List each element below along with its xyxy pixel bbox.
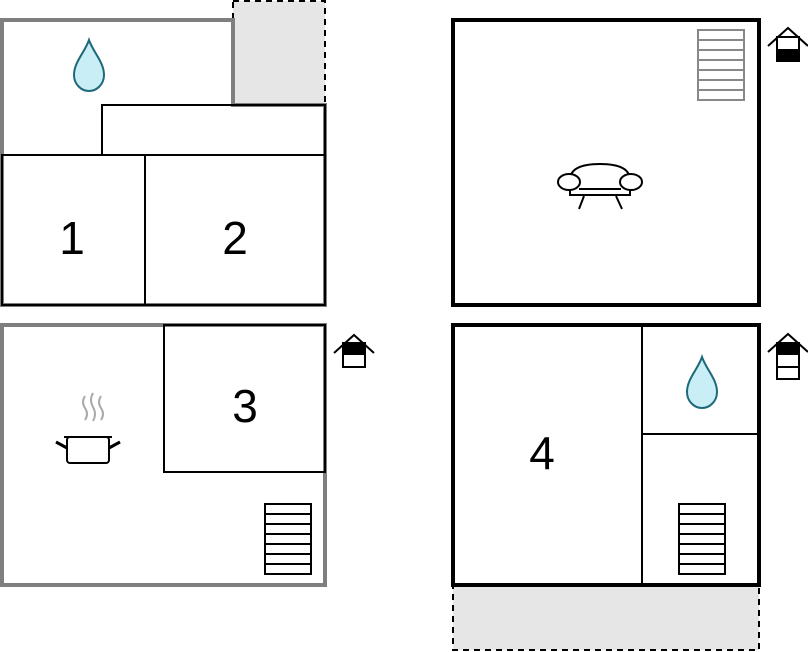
- terrace-bottom-right: [452, 585, 760, 651]
- sofa-icon: [557, 162, 643, 210]
- water-drop-icon: [72, 36, 106, 93]
- room-2: [144, 154, 326, 306]
- room-3: [163, 324, 326, 473]
- floor-plan-top-left: 1 2: [0, 0, 327, 307]
- room-label-2: 2: [222, 212, 248, 264]
- floor-plan-bottom-right: 4: [451, 323, 808, 651]
- water-drop-icon: [685, 353, 719, 410]
- floor-plan-bottom-left: 3: [0, 323, 375, 587]
- stairs-icon: [264, 503, 312, 575]
- house-floor-icon: [767, 332, 808, 380]
- outer-wall-bottom-right: [451, 323, 761, 587]
- house-floor-icon: [333, 333, 375, 368]
- room-label-1: 1: [59, 212, 85, 264]
- hallway-top-left: [101, 104, 326, 156]
- stairs-icon: [678, 503, 726, 575]
- room-label-3: 3: [232, 380, 258, 432]
- stairs-icon: [697, 29, 745, 101]
- room-label-4: 4: [529, 427, 555, 479]
- cooking-pot-icon: [55, 392, 121, 464]
- house-floor-icon: [767, 26, 808, 62]
- floor-plan-top-right: [451, 18, 808, 307]
- terrace-top-left: [232, 0, 326, 106]
- outer-wall-top-right: [451, 18, 761, 307]
